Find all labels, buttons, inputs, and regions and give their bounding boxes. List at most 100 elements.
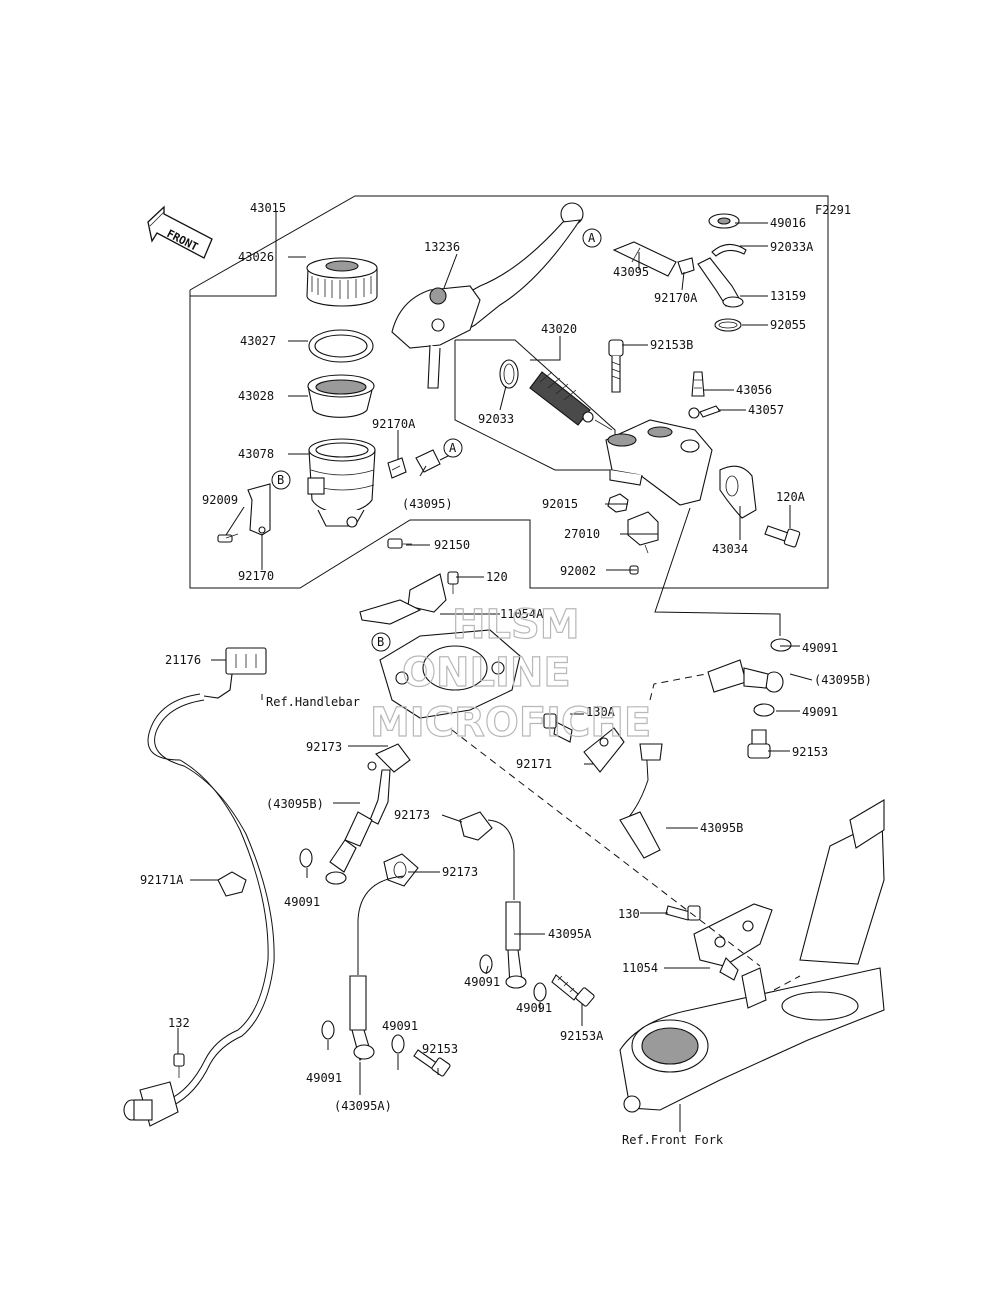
label-43095A: 43095A bbox=[548, 927, 592, 941]
label-49091-m: 49091 bbox=[464, 975, 500, 989]
label-92171: 92171 bbox=[516, 757, 552, 771]
label-43095B-paren-left: (43095B) bbox=[266, 797, 324, 811]
label-92055: 92055 bbox=[770, 318, 806, 332]
label-43057: 43057 bbox=[748, 403, 784, 417]
washer-49091-b bbox=[321, 1020, 335, 1040]
label-13159: 13159 bbox=[770, 289, 806, 303]
label-43015: 43015 bbox=[250, 201, 286, 215]
washer-49091-r2 bbox=[753, 703, 775, 717]
clamp-43034 bbox=[719, 465, 757, 519]
reservoir-cap bbox=[306, 257, 378, 307]
ref-front-fork: Ref.Front Fork bbox=[622, 1133, 724, 1147]
label-92171A: 92171A bbox=[140, 873, 184, 887]
label-49091-m2: 49091 bbox=[516, 1001, 552, 1015]
assembly-outline bbox=[189, 195, 829, 589]
hose-43095B-right bbox=[619, 659, 784, 859]
label-43026: 43026 bbox=[238, 250, 274, 264]
label-43095B: 43095B bbox=[700, 821, 743, 835]
handlebar-clamp bbox=[379, 629, 521, 719]
bleeder-43056 bbox=[691, 371, 705, 397]
diaphragm-ring bbox=[308, 329, 374, 363]
diaphragm bbox=[307, 374, 375, 418]
label-43078: 43078 bbox=[238, 447, 274, 461]
label-92015: 92015 bbox=[542, 497, 578, 511]
label-92150: 92150 bbox=[434, 538, 470, 552]
label-43095B-paren-right: (43095B) bbox=[814, 673, 872, 687]
marker-b-lower: B bbox=[371, 632, 391, 652]
wheel-sensor bbox=[123, 1081, 179, 1127]
bolt-120 bbox=[447, 571, 459, 594]
label-92009: 92009 bbox=[202, 493, 238, 507]
label-130: 130 bbox=[618, 907, 640, 921]
label-92170: 92170 bbox=[238, 569, 274, 583]
svg-text:A: A bbox=[449, 441, 457, 455]
hose-43095A bbox=[487, 819, 527, 989]
fork-triple-clamp bbox=[619, 799, 885, 1113]
sensor-21176 bbox=[203, 647, 267, 699]
label-11054A: 11054A bbox=[500, 607, 544, 621]
bracket-92170 bbox=[247, 483, 271, 536]
wire-harness bbox=[147, 693, 275, 1107]
piston-43020 bbox=[529, 371, 613, 431]
washer-49091-m bbox=[479, 954, 493, 974]
washer-49091-l bbox=[299, 848, 313, 868]
fitting-13159 bbox=[697, 257, 744, 308]
label-92153: 92153 bbox=[792, 745, 828, 759]
label-92153B: 92153B bbox=[650, 338, 693, 352]
dashed-line-fork bbox=[649, 673, 707, 701]
label-27010: 27010 bbox=[564, 527, 600, 541]
label-120: 120 bbox=[486, 570, 508, 584]
guide-line-49091 bbox=[654, 507, 781, 636]
svg-text:B: B bbox=[377, 635, 384, 649]
label-49091-r2: 49091 bbox=[802, 705, 838, 719]
brake-lever-13236 bbox=[391, 202, 584, 389]
hose-43095B-left bbox=[325, 769, 391, 885]
label-49091-b2: 49091 bbox=[382, 1019, 418, 1033]
label-92170A-right: 92170A bbox=[654, 291, 698, 305]
bolt-132 bbox=[173, 1053, 185, 1078]
label-43095-paren: (43095) bbox=[402, 497, 453, 511]
label-13236: 13236 bbox=[424, 240, 460, 254]
label-43095: 43095 bbox=[613, 265, 649, 279]
watermark: HLSM ONLINE MICROFICHE bbox=[369, 601, 651, 746]
svg-text:ONLINE: ONLINE bbox=[402, 650, 571, 696]
label-43027: 43027 bbox=[240, 334, 276, 348]
label-49091-top: 49091 bbox=[802, 641, 838, 655]
bolt-130 bbox=[665, 905, 701, 921]
label-92153A: 92153A bbox=[560, 1029, 604, 1043]
nut-92015 bbox=[607, 493, 629, 513]
label-92153-b: 92153 bbox=[422, 1042, 458, 1056]
bolt-92153A bbox=[551, 974, 595, 1007]
screw-92009 bbox=[217, 533, 239, 543]
bolt-92153 bbox=[747, 729, 771, 759]
label-11054: 11054 bbox=[622, 961, 658, 975]
clamp-92170A-left bbox=[387, 457, 407, 479]
svg-text:MICROFICHE: MICROFICHE bbox=[370, 700, 651, 746]
bracket-11054A bbox=[359, 573, 447, 625]
part-labels: 43015 43026 43027 43028 43078 92009 9217… bbox=[140, 201, 872, 1113]
figure-code: F2291 bbox=[815, 203, 851, 217]
washer-49016 bbox=[708, 213, 740, 229]
label-130A: 130A bbox=[586, 705, 616, 719]
label-92033: 92033 bbox=[478, 412, 514, 426]
clamp-92171 bbox=[583, 727, 625, 773]
marker-a-top: A bbox=[582, 228, 602, 248]
label-92170A-left: 92170A bbox=[372, 417, 416, 431]
hose-43095-piece bbox=[415, 449, 441, 473]
hose-43095A-paren bbox=[349, 875, 405, 1062]
screw-92150 bbox=[387, 538, 412, 549]
bleeder-cap-43057 bbox=[688, 405, 721, 419]
label-92173-b: 92173 bbox=[394, 808, 430, 822]
washer-49091-top bbox=[770, 638, 792, 652]
reservoir-body bbox=[307, 438, 376, 528]
front-arrow-icon: FRONT bbox=[147, 205, 213, 259]
label-43028: 43028 bbox=[238, 389, 274, 403]
label-49091-b: 49091 bbox=[306, 1071, 342, 1085]
label-43095A-paren: (43095A) bbox=[334, 1099, 392, 1113]
label-132: 132 bbox=[168, 1016, 190, 1030]
label-92173-c: 92173 bbox=[442, 865, 478, 879]
label-21176: 21176 bbox=[165, 653, 201, 667]
bolt-130A bbox=[543, 713, 573, 743]
label-92002: 92002 bbox=[560, 564, 596, 578]
clamp-92173-b bbox=[459, 811, 493, 841]
